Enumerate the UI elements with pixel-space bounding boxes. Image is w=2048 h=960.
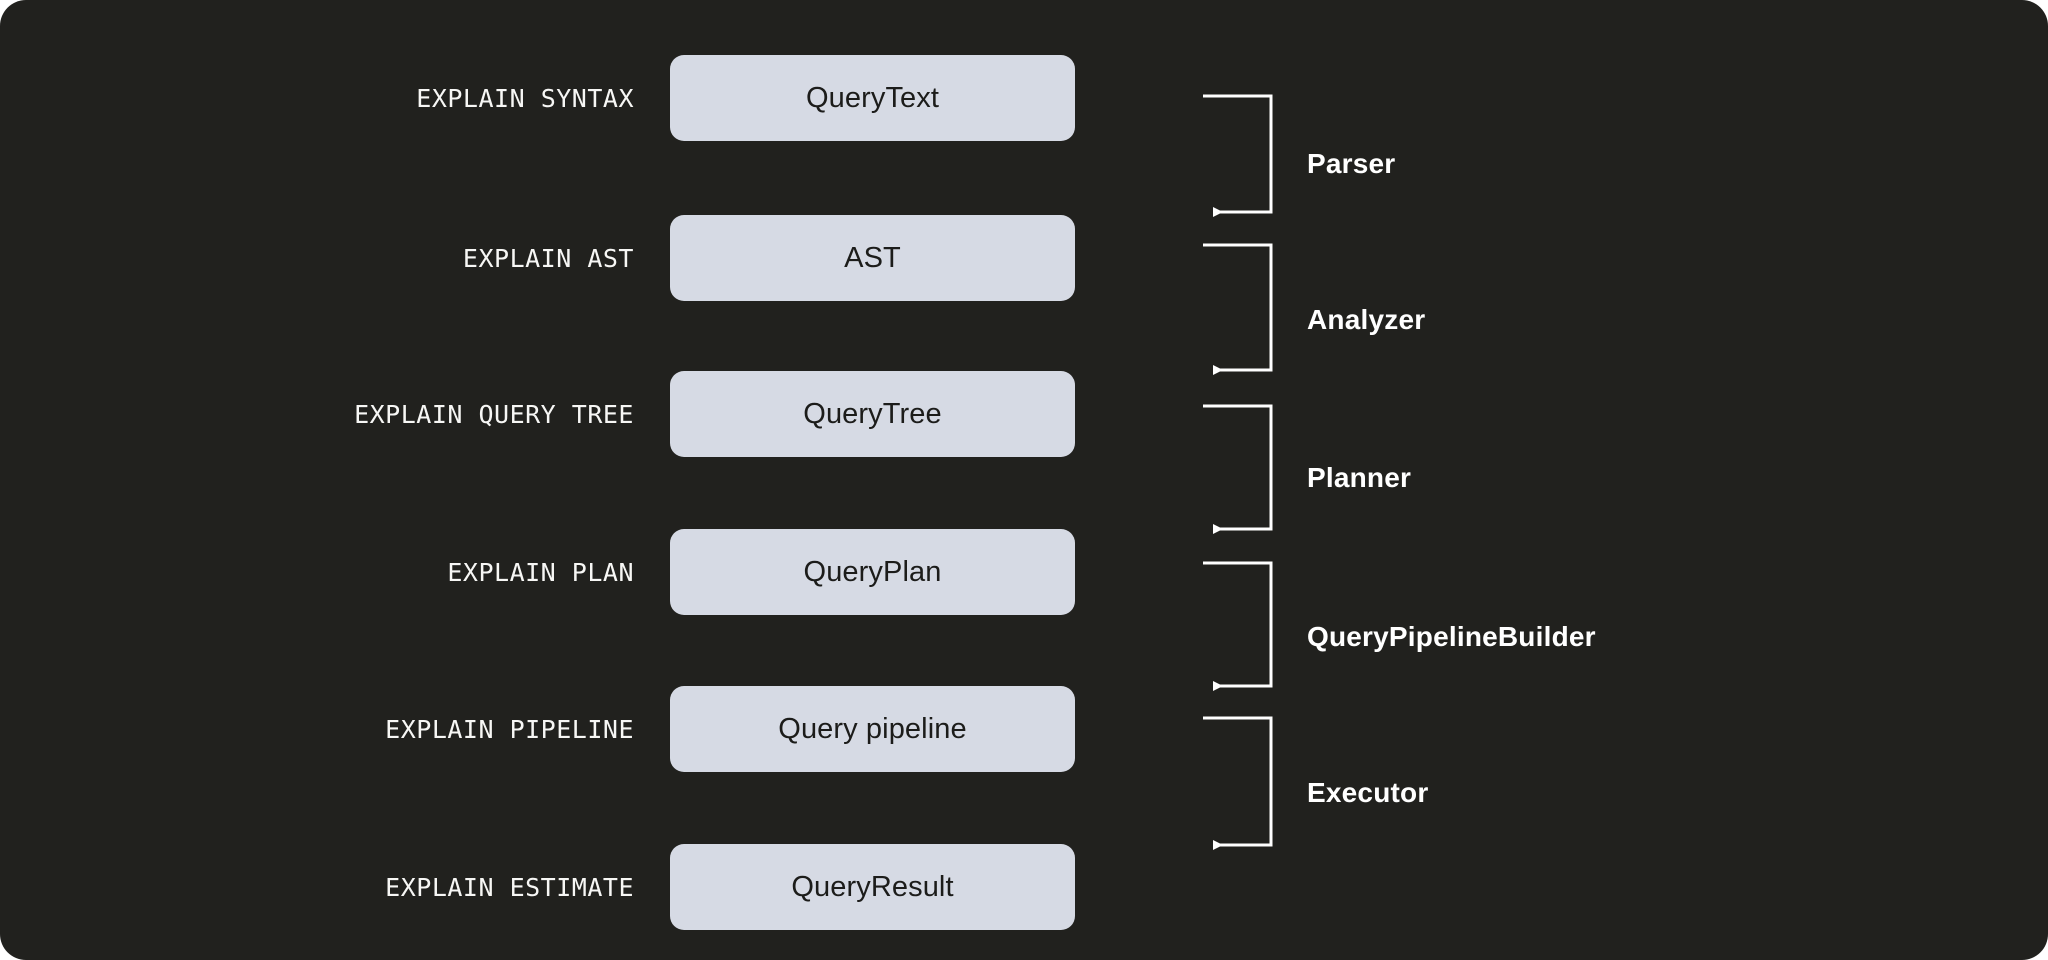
- explain-label-plan: EXPLAIN PLAN: [447, 557, 634, 587]
- explain-label-estimate: EXPLAIN ESTIMATE: [385, 872, 634, 902]
- pipeline-row-ast: EXPLAIN AST AST: [0, 202, 1210, 314]
- node-querytext[interactable]: QueryText: [670, 55, 1075, 141]
- pipeline-row-querytext: EXPLAIN SYNTAX QueryText: [0, 42, 1210, 154]
- node-querytree[interactable]: QueryTree: [670, 371, 1075, 457]
- stage-label-querypipelinebuilder: QueryPipelineBuilder: [1307, 621, 1596, 652]
- pipeline-row-query-pipeline: EXPLAIN PIPELINE Query pipeline: [0, 673, 1210, 785]
- pipeline-row-queryresult: EXPLAIN ESTIMATE QueryResult: [0, 831, 1210, 943]
- explain-label-ast: EXPLAIN AST: [462, 243, 634, 273]
- stage-label-parser: Parser: [1307, 148, 1396, 179]
- node-queryplan[interactable]: QueryPlan: [670, 529, 1075, 615]
- explain-label-syntax: EXPLAIN SYNTAX: [416, 83, 634, 113]
- stage-label-analyzer: Analyzer: [1307, 304, 1426, 335]
- node-queryresult[interactable]: QueryResult: [670, 844, 1075, 930]
- stage-label-executor: Executor: [1307, 777, 1429, 808]
- edge-querypipelinebuilder: [1203, 561, 1273, 691]
- stage-label-planner: Planner: [1307, 462, 1412, 493]
- pipeline-row-querytree: EXPLAIN QUERY TREE QueryTree: [0, 358, 1210, 470]
- edge-analyzer: [1203, 243, 1273, 375]
- edge-parser: [1203, 94, 1273, 217]
- edge-planner: [1203, 404, 1273, 534]
- explain-label-query-tree: EXPLAIN QUERY TREE: [354, 399, 634, 429]
- pipeline-row-queryplan: EXPLAIN PLAN QueryPlan: [0, 516, 1210, 628]
- node-ast[interactable]: AST: [670, 215, 1075, 301]
- explain-label-pipeline: EXPLAIN PIPELINE: [385, 714, 634, 744]
- node-query-pipeline[interactable]: Query pipeline: [670, 686, 1075, 772]
- edge-executor: [1203, 716, 1273, 850]
